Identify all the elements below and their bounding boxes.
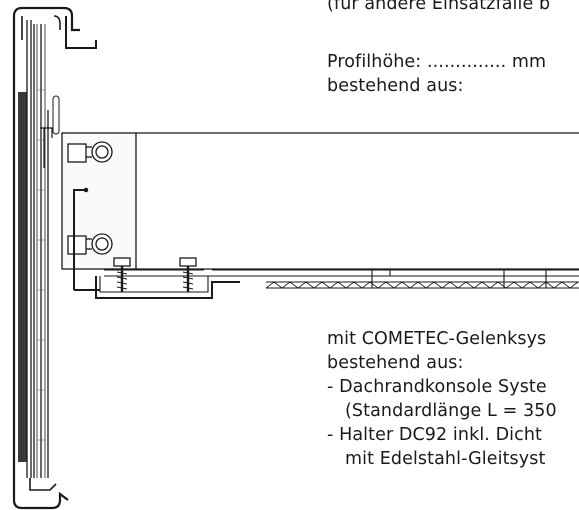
holder-and-screws: [74, 257, 240, 299]
text-line: bestehend aus:: [327, 353, 464, 373]
bolt-lower: [67, 233, 113, 255]
screw-right: [179, 257, 197, 292]
text-line: mit Edelstahl-Gleitsyst: [345, 449, 546, 469]
text-line: - Halter DC92 inkl. Dicht: [327, 425, 543, 445]
wall-profile-top-lip: [65, 16, 97, 49]
seal-zigzag: [265, 281, 579, 289]
roof-panel: [212, 269, 579, 289]
text-line: Profilhöhe: .............. mm: [327, 52, 547, 72]
text-block-profile: Profilhöhe: .............. mm bestehend …: [327, 50, 546, 98]
text-line: mit COMETEC-Gelenksys: [327, 329, 547, 349]
text-line: (für andere Einsatzfälle b: [327, 0, 551, 14]
text-block-top: (für andere Einsatzfälle b: [327, 0, 550, 16]
wall-profile-bottom: [12, 490, 69, 510]
text-line: bestehend aus:: [327, 76, 464, 96]
wall-profile-inner-hook: [21, 15, 61, 40]
insulation-layer: [18, 92, 27, 462]
screw-left: [113, 257, 131, 292]
text-line: - Dachrandkonsole Syste: [327, 377, 547, 397]
bolt-upper: [67, 141, 113, 163]
text-line: (Standardlänge L = 350: [345, 401, 557, 421]
wall-profile-outer: [12, 6, 80, 490]
text-block-system: mit COMETEC-Gelenksys bestehend aus: - D…: [327, 327, 557, 471]
wall-cladding-assembly: [12, 6, 97, 510]
console-bracket: [61, 132, 579, 290]
angle-profile: [73, 189, 86, 290]
fixing-pin: [52, 95, 60, 135]
